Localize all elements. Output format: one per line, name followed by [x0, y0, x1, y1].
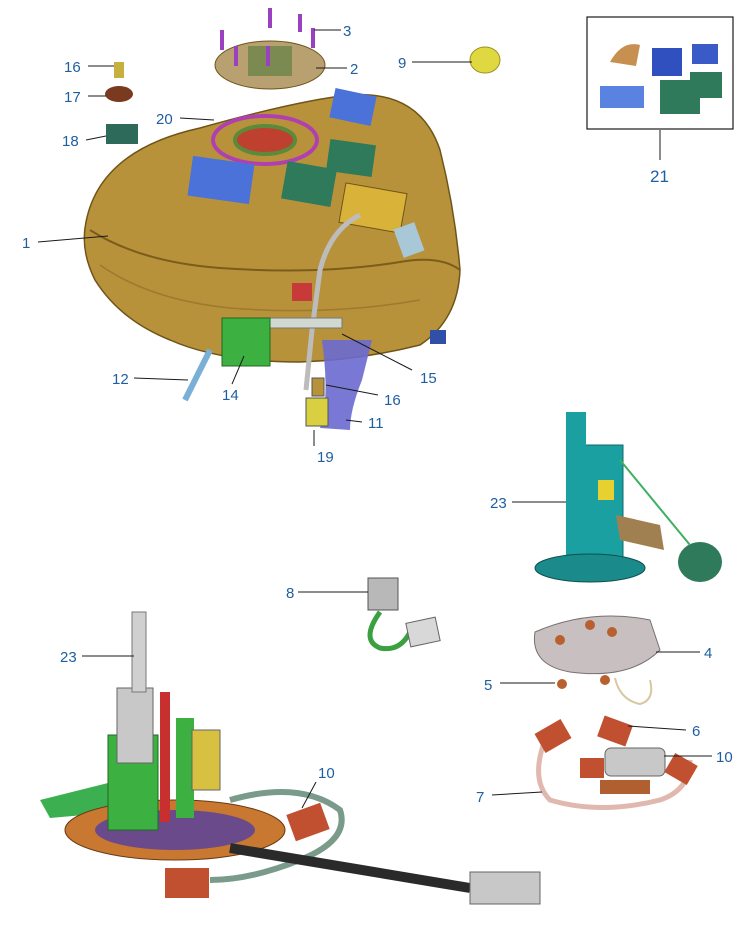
fuel-tank	[83, 87, 461, 430]
callout-18: 18	[62, 133, 79, 150]
callout-20: 20	[156, 111, 173, 128]
pump-cover-plate	[214, 8, 326, 90]
fuel-pump-module-lower	[40, 611, 541, 905]
fuel-filter-hoses	[534, 715, 698, 810]
callout-4: 4	[704, 645, 712, 662]
callout-16-bottom: 16	[384, 392, 401, 409]
leader-lines	[37, 29, 712, 809]
callout-19: 19	[317, 449, 334, 466]
callout-7: 7	[476, 789, 484, 806]
callout-9: 9	[398, 55, 406, 72]
tank-seal-ring-20	[211, 114, 319, 166]
callout-14: 14	[222, 387, 239, 404]
callout-15: 15	[420, 370, 437, 387]
callout-1: 1	[22, 235, 30, 252]
callout-23-upper: 23	[490, 495, 507, 512]
callout-3: 3	[343, 23, 351, 40]
callout-11: 11	[368, 415, 384, 432]
connector-harness	[367, 577, 441, 652]
fuel-pump-module-upper	[534, 412, 722, 583]
callout-12: 12	[112, 371, 129, 388]
small-parts-left	[105, 62, 138, 144]
pad-kit-box	[586, 16, 734, 130]
callout-6: 6	[692, 723, 700, 740]
callout-5: 5	[484, 677, 492, 694]
callout-17: 17	[64, 89, 81, 106]
callout-10-right: 10	[716, 749, 733, 766]
callout-16-top: 16	[64, 59, 81, 76]
grommet-9	[469, 46, 501, 74]
callout-23-lower: 23	[60, 649, 77, 666]
callout-2: 2	[350, 61, 358, 78]
callout-10-lower: 10	[318, 765, 335, 782]
callout-21: 21	[650, 167, 669, 186]
pump-gasket	[533, 615, 661, 706]
callout-labels: 1 2 3 16 17 18 20 9 21 12 14 15 16 11 19…	[22, 23, 733, 806]
callout-8: 8	[286, 585, 294, 602]
